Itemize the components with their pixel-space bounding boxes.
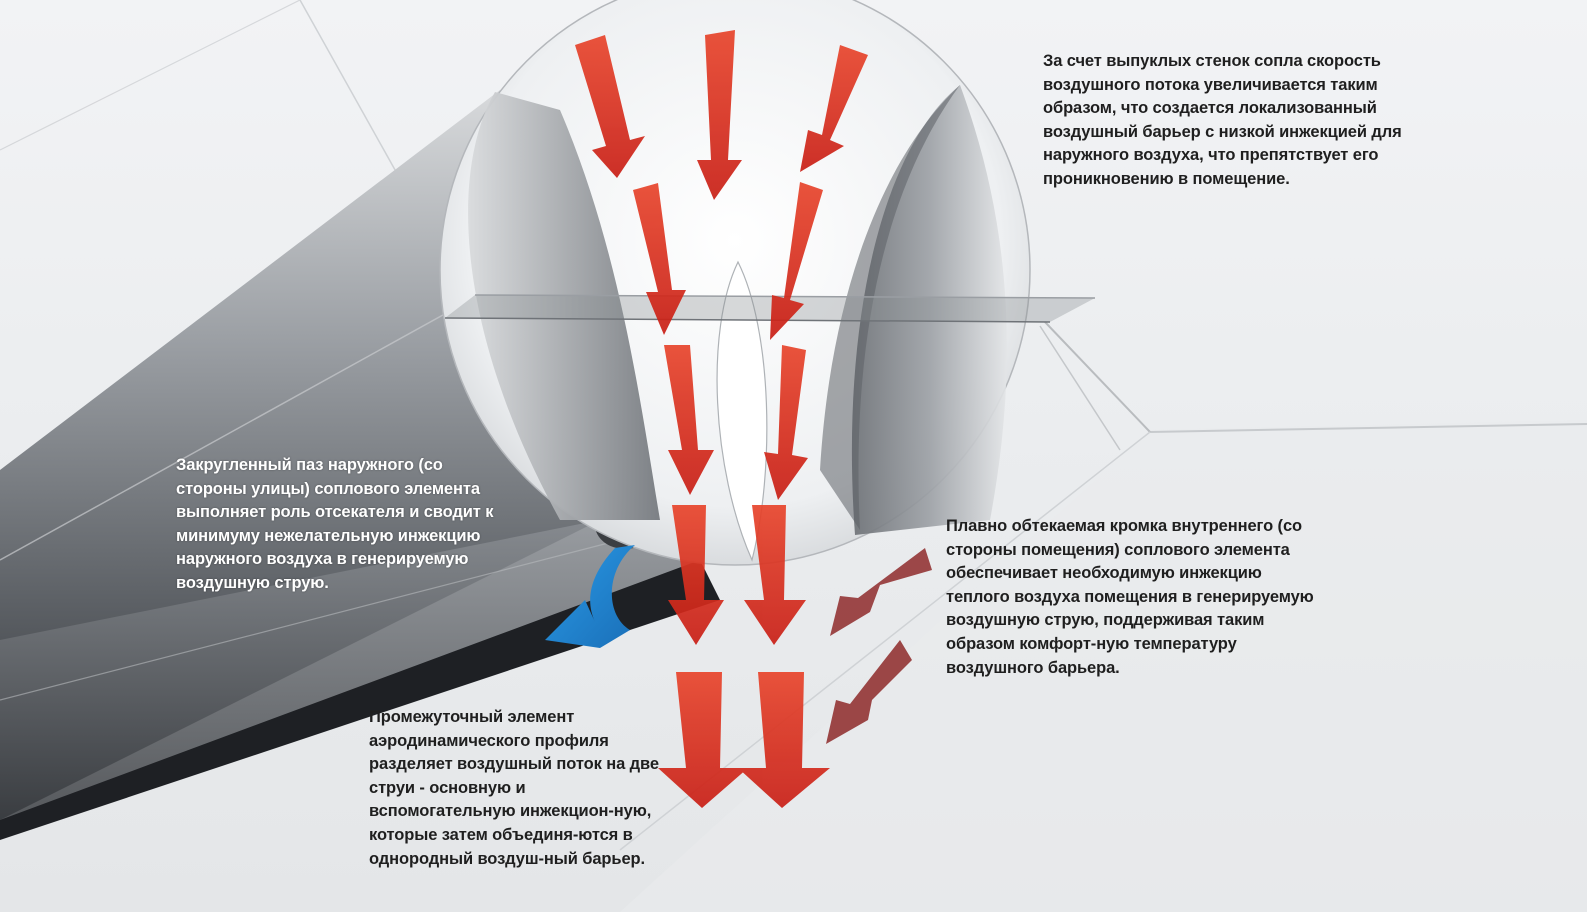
annotation-intermediate-element: Промежуточный элемент аэродинамического … [369, 706, 659, 871]
magnified-cross-section [440, 0, 1095, 565]
annotation-nozzle-walls: За счет выпуклых стенок сопла скорость в… [1043, 50, 1423, 192]
room-air-arrow-upper [830, 548, 932, 636]
flow-arrow-bottom-left [658, 672, 748, 808]
annotation-inner-edge: Плавно обтекаемая кромка внутреннего (со… [946, 515, 1326, 680]
annotation-outer-groove: Закругленный паз наружного (со стороны у… [176, 454, 506, 596]
